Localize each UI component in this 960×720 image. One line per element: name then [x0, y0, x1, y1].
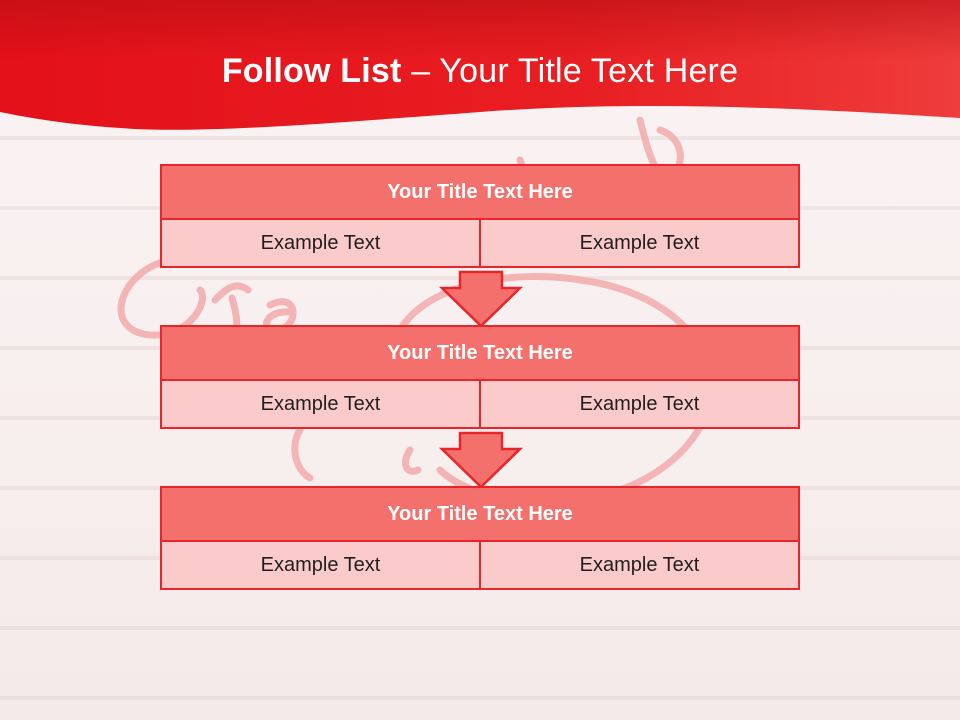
block-title-1: Your Title Text Here: [160, 164, 800, 220]
list-block-1: Your Title Text Here Example Text Exampl…: [160, 164, 800, 268]
slide-title: Follow List – Your Title Text Here: [0, 52, 960, 91]
slide-title-rest: – Your Title Text Here: [411, 52, 739, 90]
block-cell-2-left: Example Text: [160, 379, 481, 429]
block-title-3: Your Title Text Here: [160, 486, 800, 542]
block-row-2: Example Text Example Text: [160, 379, 800, 429]
list-block-3: Your Title Text Here Example Text Exampl…: [160, 486, 800, 590]
block-row-3: Example Text Example Text: [160, 540, 800, 590]
block-title-2: Your Title Text Here: [160, 325, 800, 381]
header-banner: [0, 0, 960, 130]
slide-title-strong: Follow List: [221, 52, 402, 90]
down-arrow-1: [438, 270, 524, 328]
block-cell-3-left: Example Text: [160, 540, 481, 590]
block-row-1: Example Text Example Text: [160, 218, 800, 268]
list-block-2: Your Title Text Here Example Text Exampl…: [160, 325, 800, 429]
block-cell-1-left: Example Text: [160, 218, 481, 268]
block-cell-3-right: Example Text: [479, 540, 800, 590]
down-arrow-2: [438, 431, 524, 489]
block-cell-1-right: Example Text: [479, 218, 800, 268]
block-cell-2-right: Example Text: [479, 379, 800, 429]
